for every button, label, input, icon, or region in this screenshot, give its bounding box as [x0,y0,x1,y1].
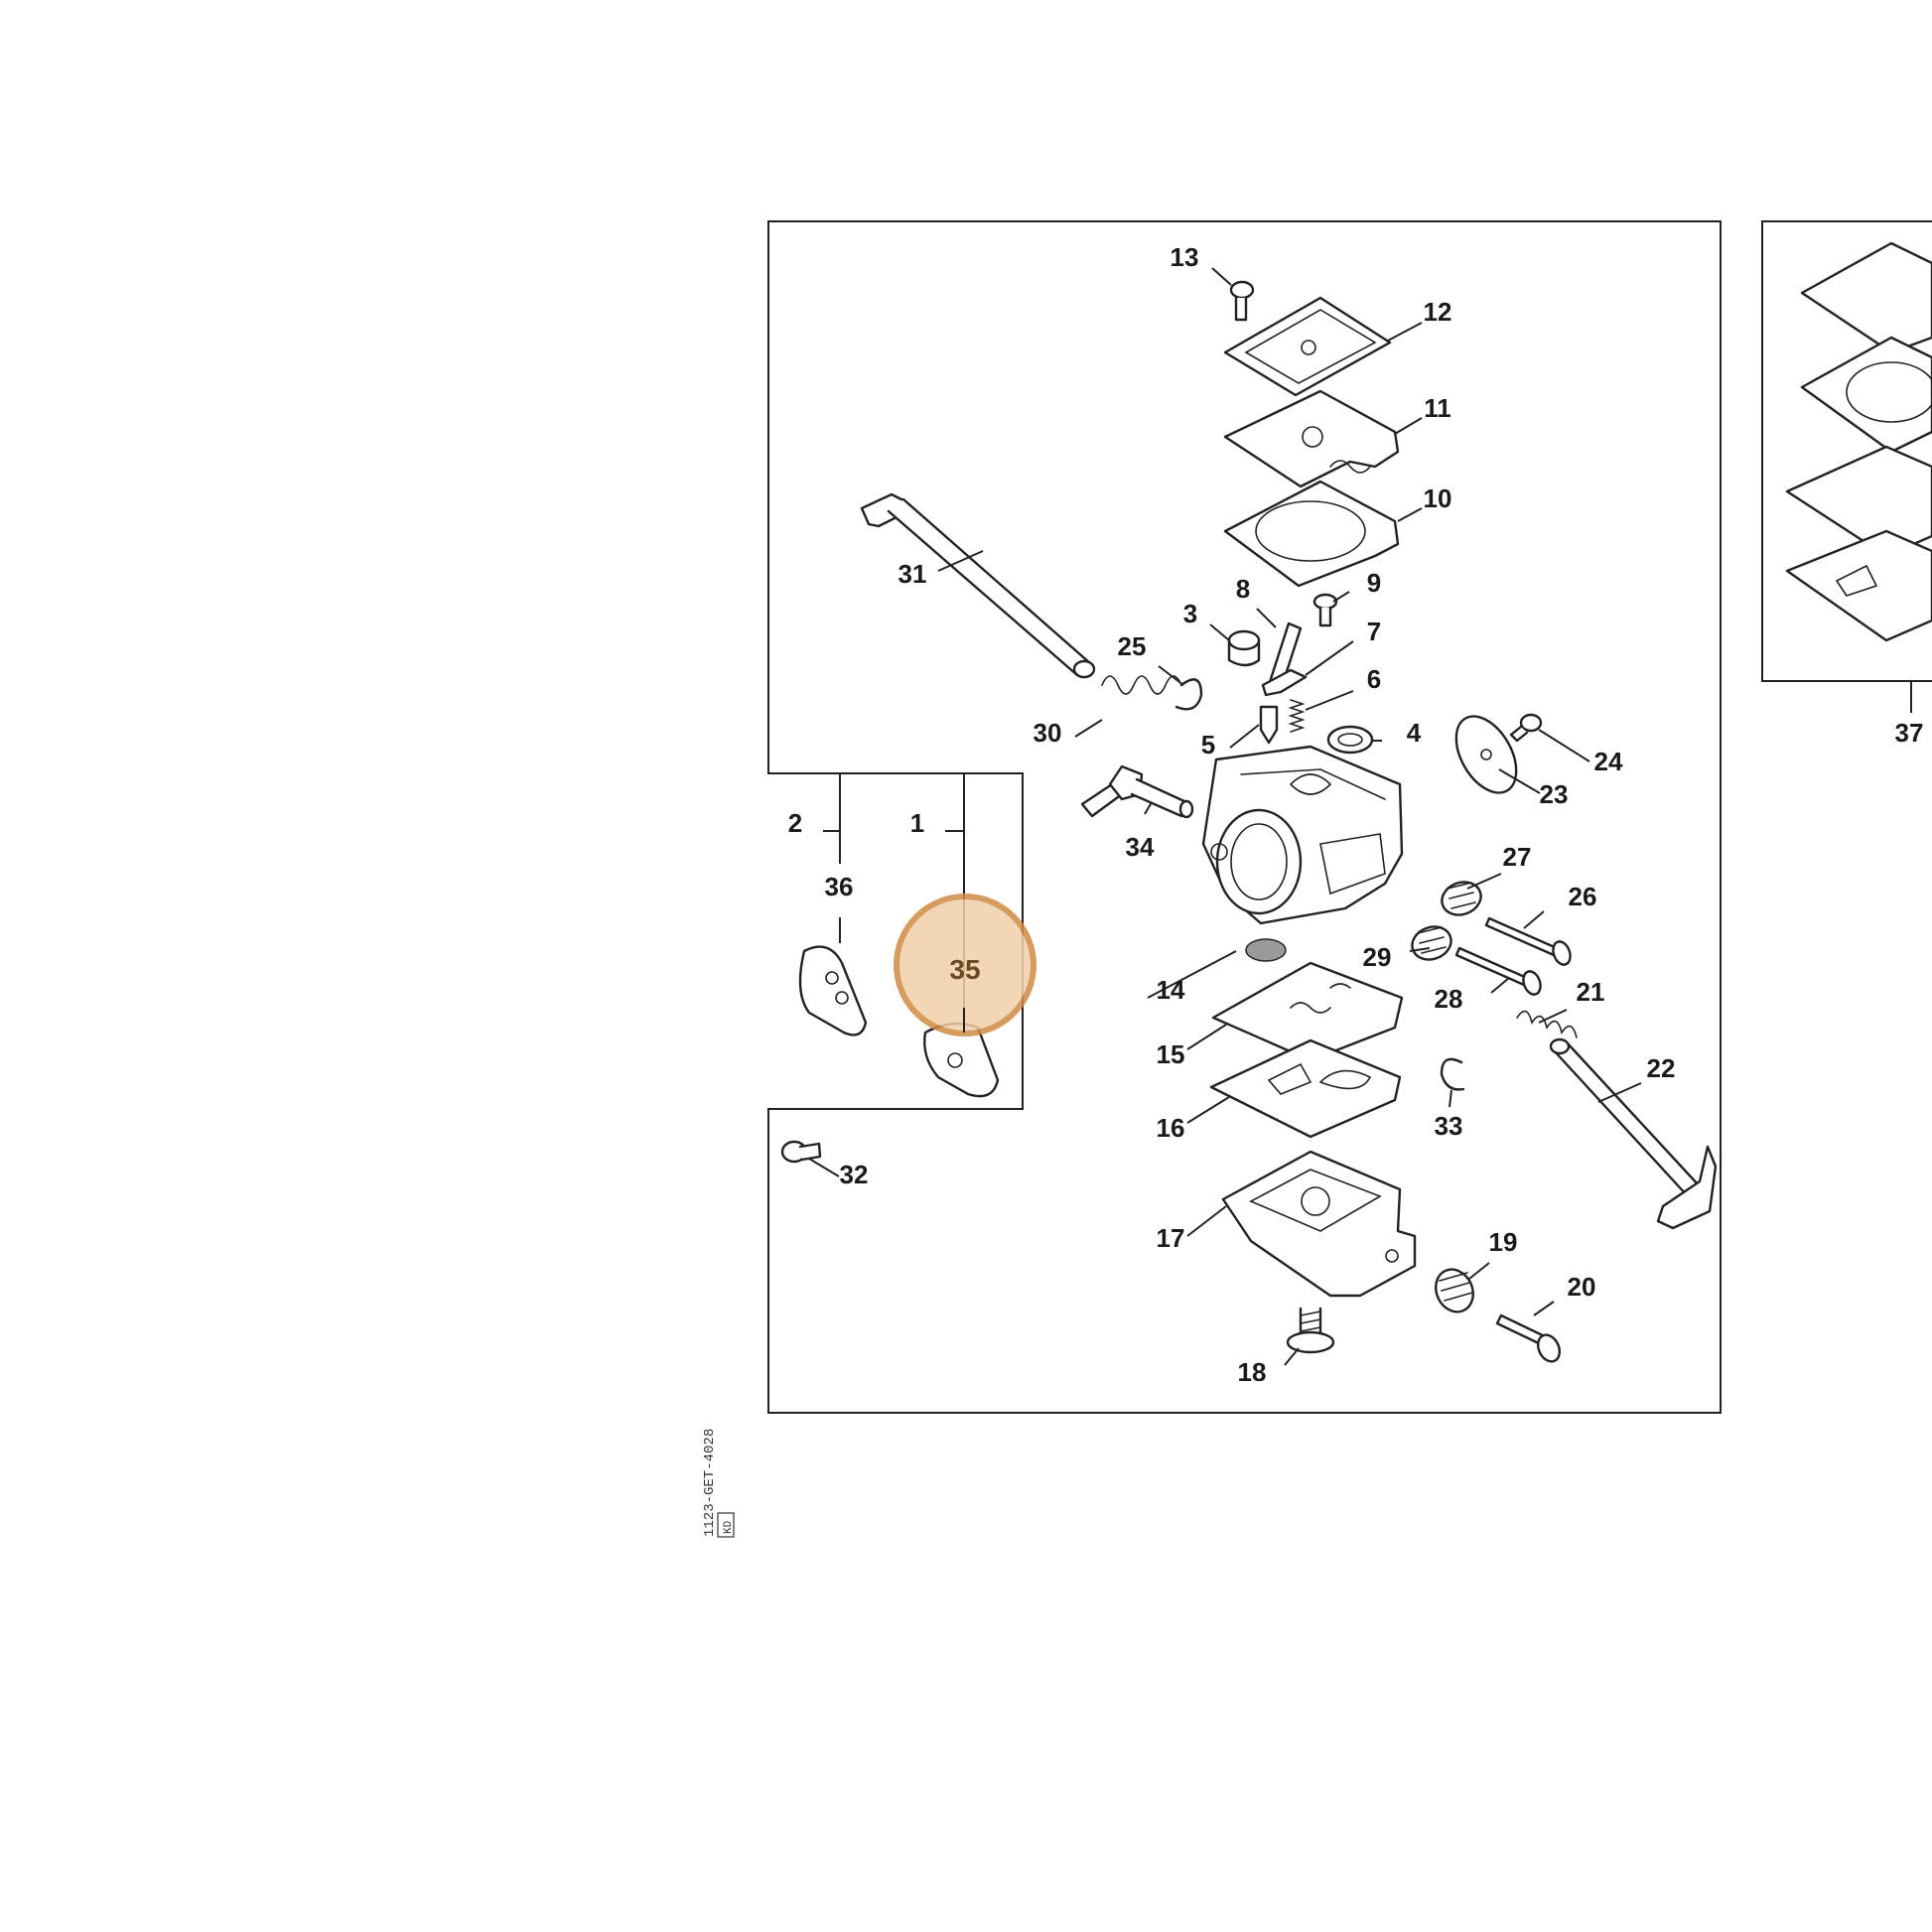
part-19-spring [1435,1268,1474,1313]
part-36-plate [798,945,868,1036]
callout-24-label[interactable]: 24 [1594,747,1623,776]
callout-37-label[interactable]: 37 [1895,718,1924,748]
part-31-shaft [860,492,1096,679]
callout-30-label[interactable]: 30 [1034,718,1062,748]
part-11-diaphragm [1223,389,1400,488]
callout-18-label[interactable]: 18 [1238,1357,1267,1387]
callout-14-label[interactable]: 14 [1157,975,1185,1005]
part-34-fitting [1080,764,1194,819]
drawing-id: 1123-GET-4028 KD [702,1429,735,1538]
callout-29-label[interactable]: 29 [1363,942,1392,972]
callout-25-label[interactable]: 25 [1118,631,1147,661]
part-25-clip [1174,678,1203,711]
highlight-ring-35[interactable] [894,894,1036,1036]
part-30-spring [1101,675,1190,706]
callout-36-label[interactable]: 36 [825,872,854,901]
callout-17-label[interactable]: 17 [1157,1223,1185,1253]
part-23-disc [1454,715,1518,794]
part-27-spring [1441,881,1482,916]
part-6-spring [1288,699,1306,733]
kit-frame [1761,220,1932,682]
callout-4-label[interactable]: 4 [1407,718,1422,748]
callout-26-label[interactable]: 26 [1569,882,1597,911]
callout-27-label[interactable]: 27 [1503,842,1532,872]
callout-19-label[interactable]: 19 [1489,1227,1518,1257]
part-32-screw [780,1140,822,1164]
part-7-lever [1261,668,1308,697]
callout-8-label[interactable]: 8 [1236,574,1250,604]
callout-31-label[interactable]: 31 [898,559,927,589]
callout-5-label[interactable]: 5 [1201,730,1215,759]
callout-7-label[interactable]: 7 [1367,617,1381,646]
callout-34-label[interactable]: 34 [1126,832,1155,862]
part-22-shaft [1549,1037,1718,1230]
callout-6-label[interactable]: 6 [1367,664,1381,694]
part-18-screw [1286,1307,1335,1354]
part-13-screw [1229,280,1255,322]
callout-35-label[interactable]: 35 [949,954,980,985]
callout-11-label[interactable]: 11 [1424,393,1451,423]
callout-28-label[interactable]: 28 [1435,984,1463,1014]
callout-10-label[interactable]: 10 [1424,483,1452,513]
part-28-screw [1454,946,1542,996]
callout-2-label[interactable]: 2 [788,808,802,838]
part-33-clip [1440,1057,1465,1091]
callout-32-label[interactable]: 32 [840,1160,869,1189]
callout-1-label[interactable]: 1 [910,808,924,838]
part-16-gasket [1209,1038,1402,1139]
kit-parts [1785,241,1932,642]
part-4-washer [1326,725,1374,755]
part-10-gasket [1223,480,1400,588]
part-21-spring [1516,1010,1578,1038]
part-26-screw [1484,916,1572,966]
part-3-cap [1227,629,1261,667]
callout-21-label[interactable]: 21 [1577,977,1605,1007]
callout-12-label[interactable]: 12 [1424,297,1452,327]
callout-23-label[interactable]: 23 [1540,779,1569,809]
part-17-pump-cover [1221,1150,1417,1298]
callout-15-label[interactable]: 15 [1157,1039,1185,1069]
part-20-screw [1495,1313,1562,1363]
part-29-spring [1411,925,1452,961]
part-carburetor-body [1201,745,1404,925]
drawing-id-box-text: KD [723,1520,735,1534]
part-12-cover [1223,296,1392,397]
drawing-id-text: 1123-GET-4028 [702,1429,718,1537]
main-diagram-frame [767,220,1722,1414]
part-24-screw [1509,713,1543,743]
callout-9-label[interactable]: 9 [1367,568,1381,598]
callout-33-label[interactable]: 33 [1435,1111,1463,1141]
callout-3-label[interactable]: 3 [1183,599,1197,628]
callout-22-label[interactable]: 22 [1647,1053,1676,1083]
part-5-needle [1259,705,1279,745]
part-14-screen [1245,938,1287,962]
callout-13-label[interactable]: 13 [1171,242,1199,272]
callout-20-label[interactable]: 20 [1568,1272,1596,1302]
part-9-screw [1312,593,1338,627]
callout-16-label[interactable]: 16 [1157,1113,1185,1143]
